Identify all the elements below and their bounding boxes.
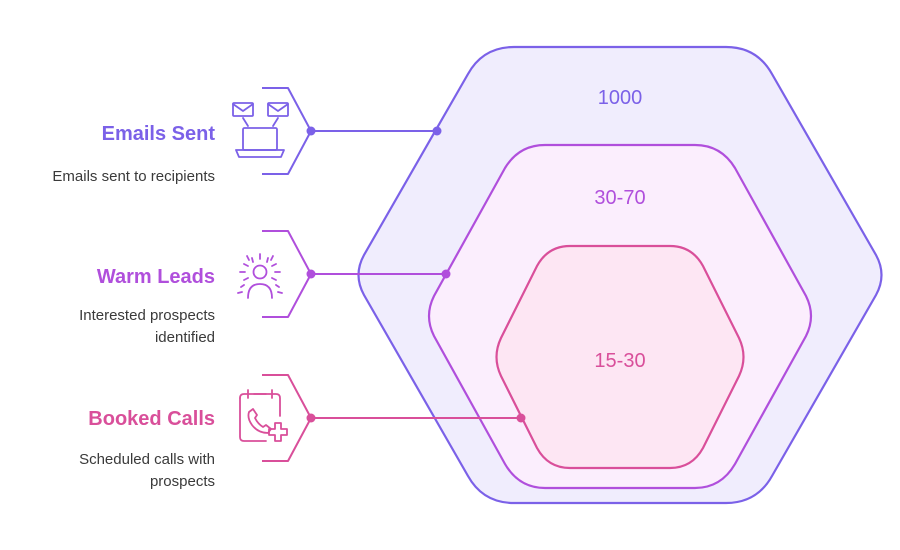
leads-description-line2: identified [155, 329, 215, 346]
laptop-envelopes-icon [232, 102, 289, 158]
leads-description-line1: Interested prospects [79, 307, 215, 324]
leads-title: Warm Leads [97, 266, 215, 288]
emails-description: Emails sent to recipients [52, 168, 215, 185]
emails-title: Emails Sent [102, 123, 216, 145]
emails-value: 1000 [598, 87, 643, 109]
leads-bracket [262, 230, 312, 318]
calls-description-line1: Scheduled calls with [79, 451, 215, 468]
leads-value: 30-70 [594, 187, 645, 209]
emails-connector [306, 126, 442, 136]
calls-title: Booked Calls [88, 408, 215, 430]
calendar-phone-icon [239, 389, 288, 442]
inner-hexagon [495, 244, 745, 470]
calls-description-line2: prospects [150, 473, 215, 490]
calls-bracket [262, 374, 312, 462]
emails-bracket [262, 87, 312, 175]
calls-value: 15-30 [594, 350, 645, 372]
radiating-person-icon [237, 253, 283, 299]
